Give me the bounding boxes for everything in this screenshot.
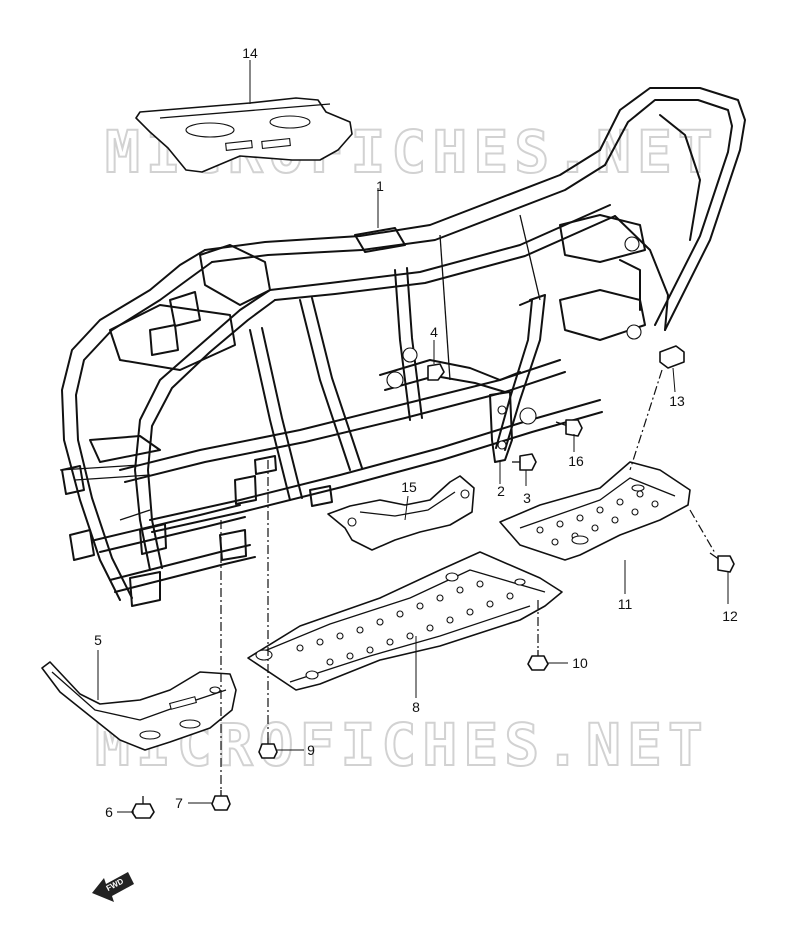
leader-lines [97, 60, 729, 813]
part-7-bolt [211, 790, 231, 811]
part-13-bushing [659, 345, 685, 369]
part-11-holes [536, 484, 659, 546]
part-label-8: 8 [412, 699, 420, 715]
part-3-bolt [512, 453, 537, 471]
part-label-2: 2 [497, 483, 505, 499]
part-label-11: 11 [618, 596, 633, 612]
part-label-5: 5 [94, 632, 102, 648]
part-label-1: 1 [376, 178, 384, 194]
part-11-footrest-plate [499, 461, 691, 561]
part-label-15: 15 [401, 479, 417, 495]
part-label-4: 4 [430, 324, 438, 340]
part-9-bolt [258, 738, 278, 759]
assembly-lines [220, 369, 716, 790]
part-4-nut [427, 363, 445, 381]
part-label-7: 7 [175, 795, 183, 811]
fwd-arrow-icon: FWD [92, 872, 134, 902]
part-16-bolt [555, 419, 583, 437]
part-label-6: 6 [105, 804, 113, 820]
part-label-3: 3 [523, 490, 531, 506]
part-label-12: 12 [722, 608, 738, 624]
part-5-front-skid-plate [41, 661, 237, 751]
part-label-13: 13 [669, 393, 685, 409]
part-14-skid-plate [135, 97, 353, 173]
part-2-bracket [489, 391, 513, 463]
part-5-holes [139, 686, 221, 740]
part-label-10: 10 [572, 655, 588, 671]
part-15-heat-shield [327, 475, 475, 551]
part-6-bolt [131, 796, 155, 819]
part-8-floor-plate [247, 551, 563, 691]
part-label-14: 14 [242, 45, 258, 61]
part-labels: 1 2 3 4 5 6 7 8 9 10 11 12 13 14 15 16 [94, 45, 738, 820]
part-label-9: 9 [307, 742, 315, 758]
part-8-holes [255, 572, 526, 680]
part-label-16: 16 [568, 453, 584, 469]
part-12-bolt [709, 552, 735, 573]
part-10-bolt [527, 650, 549, 671]
part-1-main-frame [59, 87, 746, 607]
